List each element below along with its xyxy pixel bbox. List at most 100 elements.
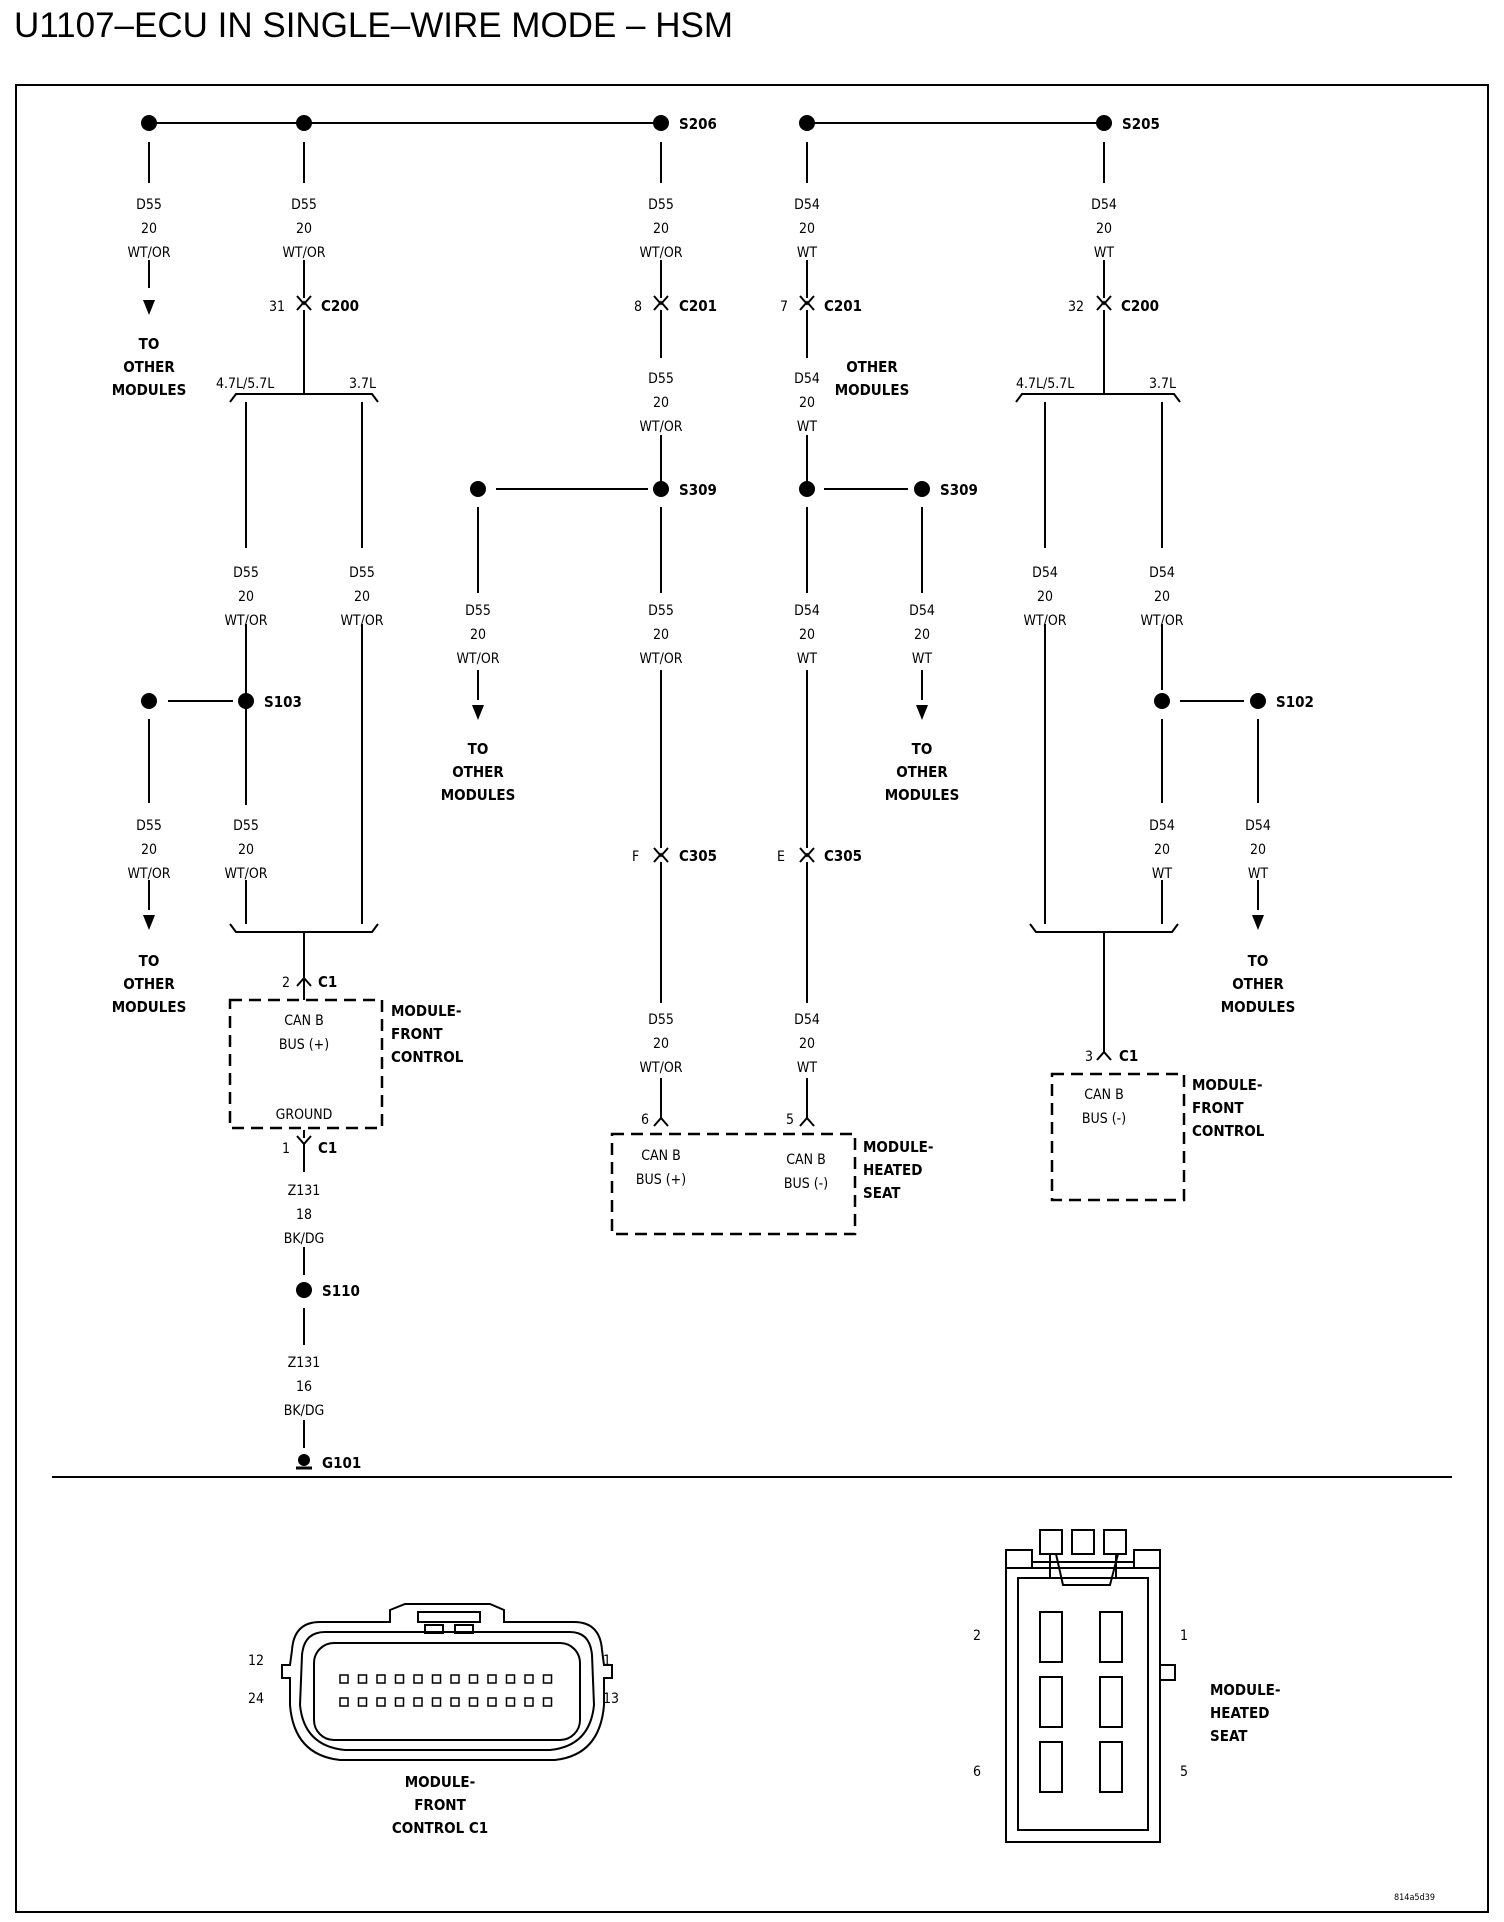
c200-label: C200 [1121,297,1159,315]
bus-pos-label: BUS (+) [636,1172,686,1188]
other-label: OTHER [1232,975,1284,993]
module-label: MODULE- [1210,1681,1281,1699]
wire-gauge: 20 [354,589,370,605]
wire-color: BK/DG [284,1403,325,1419]
connector-pin-cavity [394,1697,405,1707]
bus-pos-label: BUS (+) [279,1037,329,1053]
other-label: OTHER [846,358,898,376]
connector-pin-cavity [524,1674,534,1684]
connector-pin-cavity [357,1697,368,1707]
splice-dot [1154,693,1170,709]
connector-pin-cavity [487,1674,497,1684]
wire-color: BK/DG [284,1231,325,1247]
pin-32: 32 [1068,299,1084,315]
wire-color: WT [797,1060,817,1076]
control-label: CONTROL [391,1048,464,1066]
heated-seat-connector-view [1005,1529,1176,1843]
heated-label: HEATED [1210,1704,1269,1722]
control-c1-label: CONTROL C1 [392,1819,488,1837]
splice-s102-dot [1250,693,1266,709]
other-label: OTHER [896,763,948,781]
to-label: TO [139,335,160,353]
other-label: OTHER [123,358,175,376]
diagram-frame [15,84,1489,1913]
ground-g101-dot [298,1454,310,1466]
engine-label: 3.7L [349,376,376,392]
wire-gauge: 20 [1154,589,1170,605]
wire-gauge: 20 [653,395,669,411]
wire-color: WT/OR [340,613,383,629]
pin-1: 1 [603,1653,611,1669]
splice-dot [799,115,815,131]
modules-label: MODULES [112,998,187,1016]
connector-pin-cavity [376,1674,386,1684]
connector-pin-cavity [524,1697,534,1707]
wire-circuit: D54 [794,1012,820,1028]
wire-gauge: 20 [1250,842,1266,858]
connector-pin-cavity [339,1674,349,1684]
pin-6: 6 [641,1112,649,1128]
engine-label: 3.7L [1149,376,1176,392]
s102-label: S102 [1276,693,1314,711]
wire-color: WT [797,651,817,667]
wire-gauge: 20 [653,627,669,643]
can-b-label: CAN B [1084,1087,1123,1103]
heated-label: HEATED [863,1161,922,1179]
splice-s205-dot [1096,115,1112,131]
pin-13: 13 [603,1691,619,1707]
page-title: U1107–ECU IN SINGLE–WIRE MODE – HSM [14,6,733,45]
wire-circuit: D55 [349,565,375,581]
seat-label: SEAT [1210,1727,1248,1745]
front-control-connector-view [281,1603,613,1761]
pin-6: 6 [973,1764,981,1780]
can-b-label: CAN B [641,1148,680,1164]
front-label: FRONT [414,1796,466,1814]
connector-pin-cavity [357,1674,368,1684]
ground-label: GROUND [276,1107,333,1123]
splice-dot [141,693,157,709]
pin-2: 2 [282,975,290,991]
wire-gauge: 20 [799,395,815,411]
wire-color: WT/OR [224,613,267,629]
wire-gauge: 20 [1096,221,1112,237]
module-front-control-box-left [228,998,384,1130]
modules-label: MODULES [835,381,910,399]
connector-pin-cavity [394,1674,405,1684]
connector-pin-cavity [487,1697,497,1707]
wire-gauge: 18 [296,1207,312,1223]
modules-label: MODULES [885,786,960,804]
wire-color: WT/OR [456,651,499,667]
connector-pin-cavity [505,1674,516,1684]
wire-circuit: D55 [291,197,317,213]
modules-label: MODULES [1221,998,1296,1016]
wire-circuit: D55 [136,197,162,213]
figure-id: 814a5d39 [1394,1893,1435,1903]
pin-12: 12 [248,1653,264,1669]
c200-label: C200 [321,297,359,315]
connector-pin-cavity [542,1674,553,1684]
module-label: MODULE- [863,1138,934,1156]
wire-gauge: 20 [238,842,254,858]
connector-pin-cavity [376,1697,386,1707]
splice-dot [799,481,815,497]
splice-s206-dot [653,115,669,131]
to-label: TO [468,740,489,758]
bus-neg-label: BUS (-) [784,1176,828,1192]
wire-circuit: D54 [1149,565,1175,581]
splice-s309-dot [653,481,669,497]
wire-gauge: 20 [470,627,486,643]
wire-gauge: 20 [141,842,157,858]
c305-label: C305 [824,847,862,865]
connector-pin-cavity [413,1674,423,1684]
pin-8: 8 [634,299,642,315]
wire-color: WT/OR [639,651,682,667]
front-control-pin-grid [339,1674,553,1707]
connector-pin-cavity [431,1674,442,1684]
wire-color: WT/OR [1023,613,1066,629]
wire-circuit: Z131 [288,1355,321,1371]
other-label: OTHER [452,763,504,781]
modules-label: MODULES [441,786,516,804]
wire-circuit: D54 [1091,197,1117,213]
wire-gauge: 20 [799,1036,815,1052]
